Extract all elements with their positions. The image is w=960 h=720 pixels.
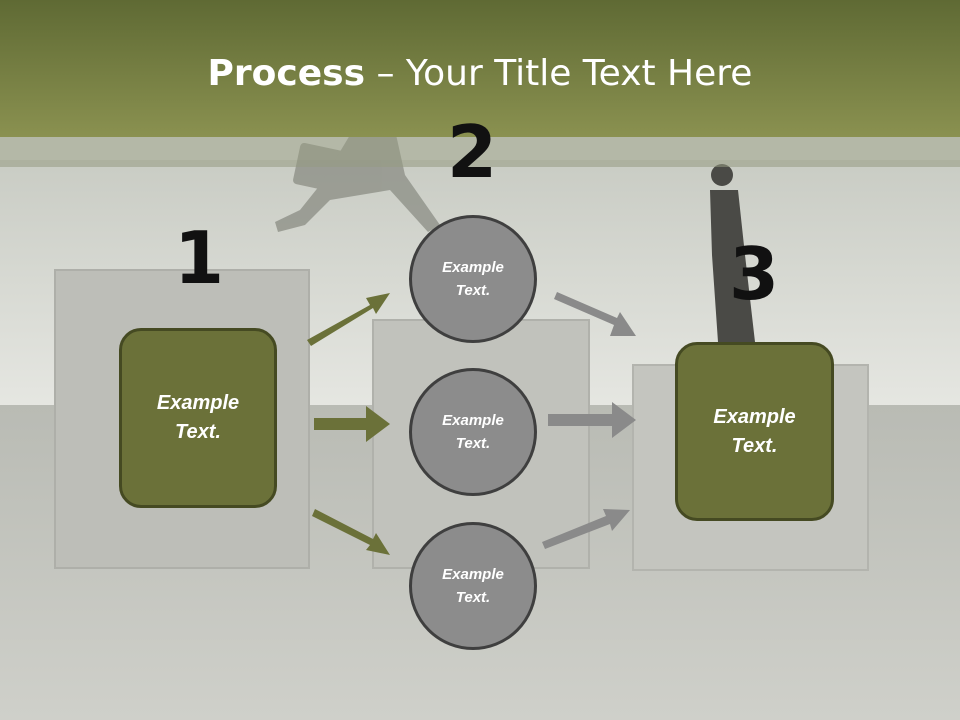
arrow-up-right bbox=[307, 293, 390, 346]
slide-title: Process – Your Title Text Here bbox=[0, 52, 960, 96]
arrow-down-right bbox=[312, 509, 390, 555]
arrow-down-right-gray bbox=[554, 292, 636, 336]
title-bar bbox=[0, 0, 960, 137]
left-step-box: Example Text. bbox=[119, 328, 277, 508]
right-step-label: Example Text. bbox=[713, 405, 796, 457]
title-rest-text: – Your Title Text Here bbox=[365, 53, 753, 94]
standing-businessman bbox=[710, 164, 755, 342]
circle-top-label: Example Text. bbox=[442, 259, 504, 299]
arrow-up-right-gray bbox=[542, 509, 630, 549]
circle-middle: Example Text. bbox=[409, 368, 537, 496]
step-number-2: 2 bbox=[446, 110, 498, 194]
step-number-1: 1 bbox=[173, 216, 225, 300]
circle-bottom: Example Text. bbox=[409, 522, 537, 650]
title-strip bbox=[0, 137, 960, 167]
right-arrows bbox=[542, 292, 636, 549]
left-arrows bbox=[307, 293, 390, 555]
circle-top: Example Text. bbox=[409, 215, 537, 343]
title-bold-text: Process bbox=[207, 53, 366, 94]
arrow-right-gray bbox=[548, 402, 636, 438]
left-step-label: Example Text. bbox=[156, 392, 240, 443]
circle-bottom-label: Example Text. bbox=[442, 566, 504, 606]
step-number-3: 3 bbox=[728, 232, 780, 316]
arrow-right bbox=[314, 406, 390, 442]
circle-middle-label: Example Text. bbox=[442, 412, 504, 452]
right-step-box: Example Text. bbox=[675, 342, 834, 521]
